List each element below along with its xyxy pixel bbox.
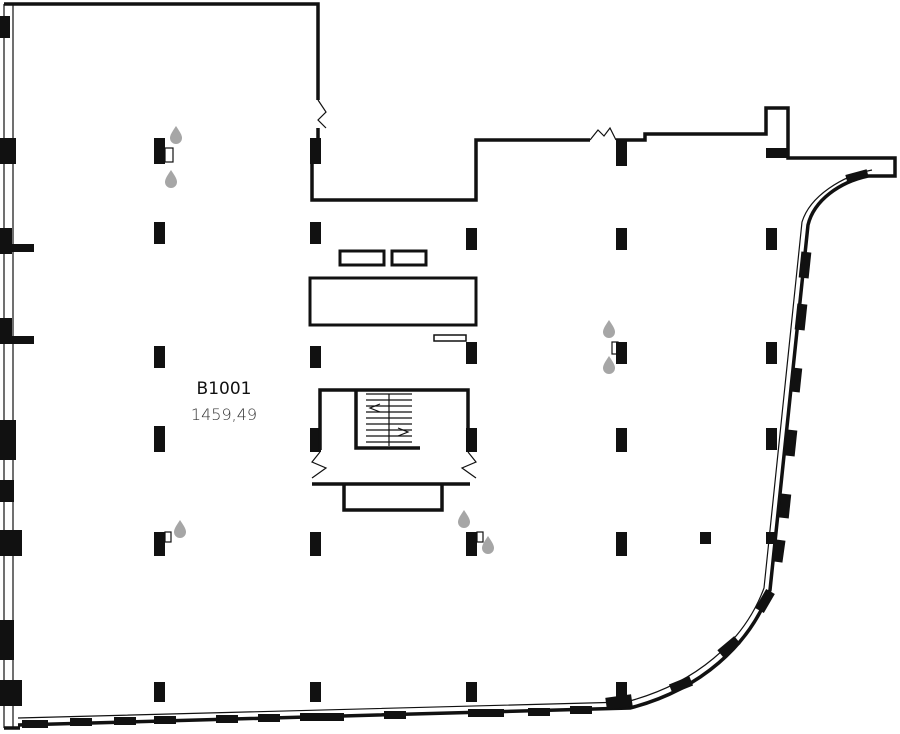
water-drop-icon	[603, 356, 615, 374]
riser-boxes	[164, 147, 619, 543]
core-shafts	[308, 249, 478, 342]
curved-facade-windows	[605, 169, 869, 710]
unit-name: B1001	[197, 379, 252, 399]
columns	[154, 138, 788, 702]
water-drop-icon	[174, 520, 186, 538]
unit-area: 1459,49	[191, 405, 257, 424]
water-drop-icon	[482, 536, 494, 554]
stairwell	[311, 388, 477, 512]
water-drop-icons	[165, 126, 615, 554]
left-facade-windows	[0, 16, 34, 706]
stair-treads	[366, 393, 412, 446]
water-drop-icon	[170, 126, 182, 144]
bottom-facade-windows	[22, 706, 592, 728]
water-drop-icon	[165, 170, 177, 188]
outer-walls	[3, 2, 897, 730]
water-drop-icon	[603, 320, 615, 338]
water-drop-icon	[458, 510, 470, 528]
